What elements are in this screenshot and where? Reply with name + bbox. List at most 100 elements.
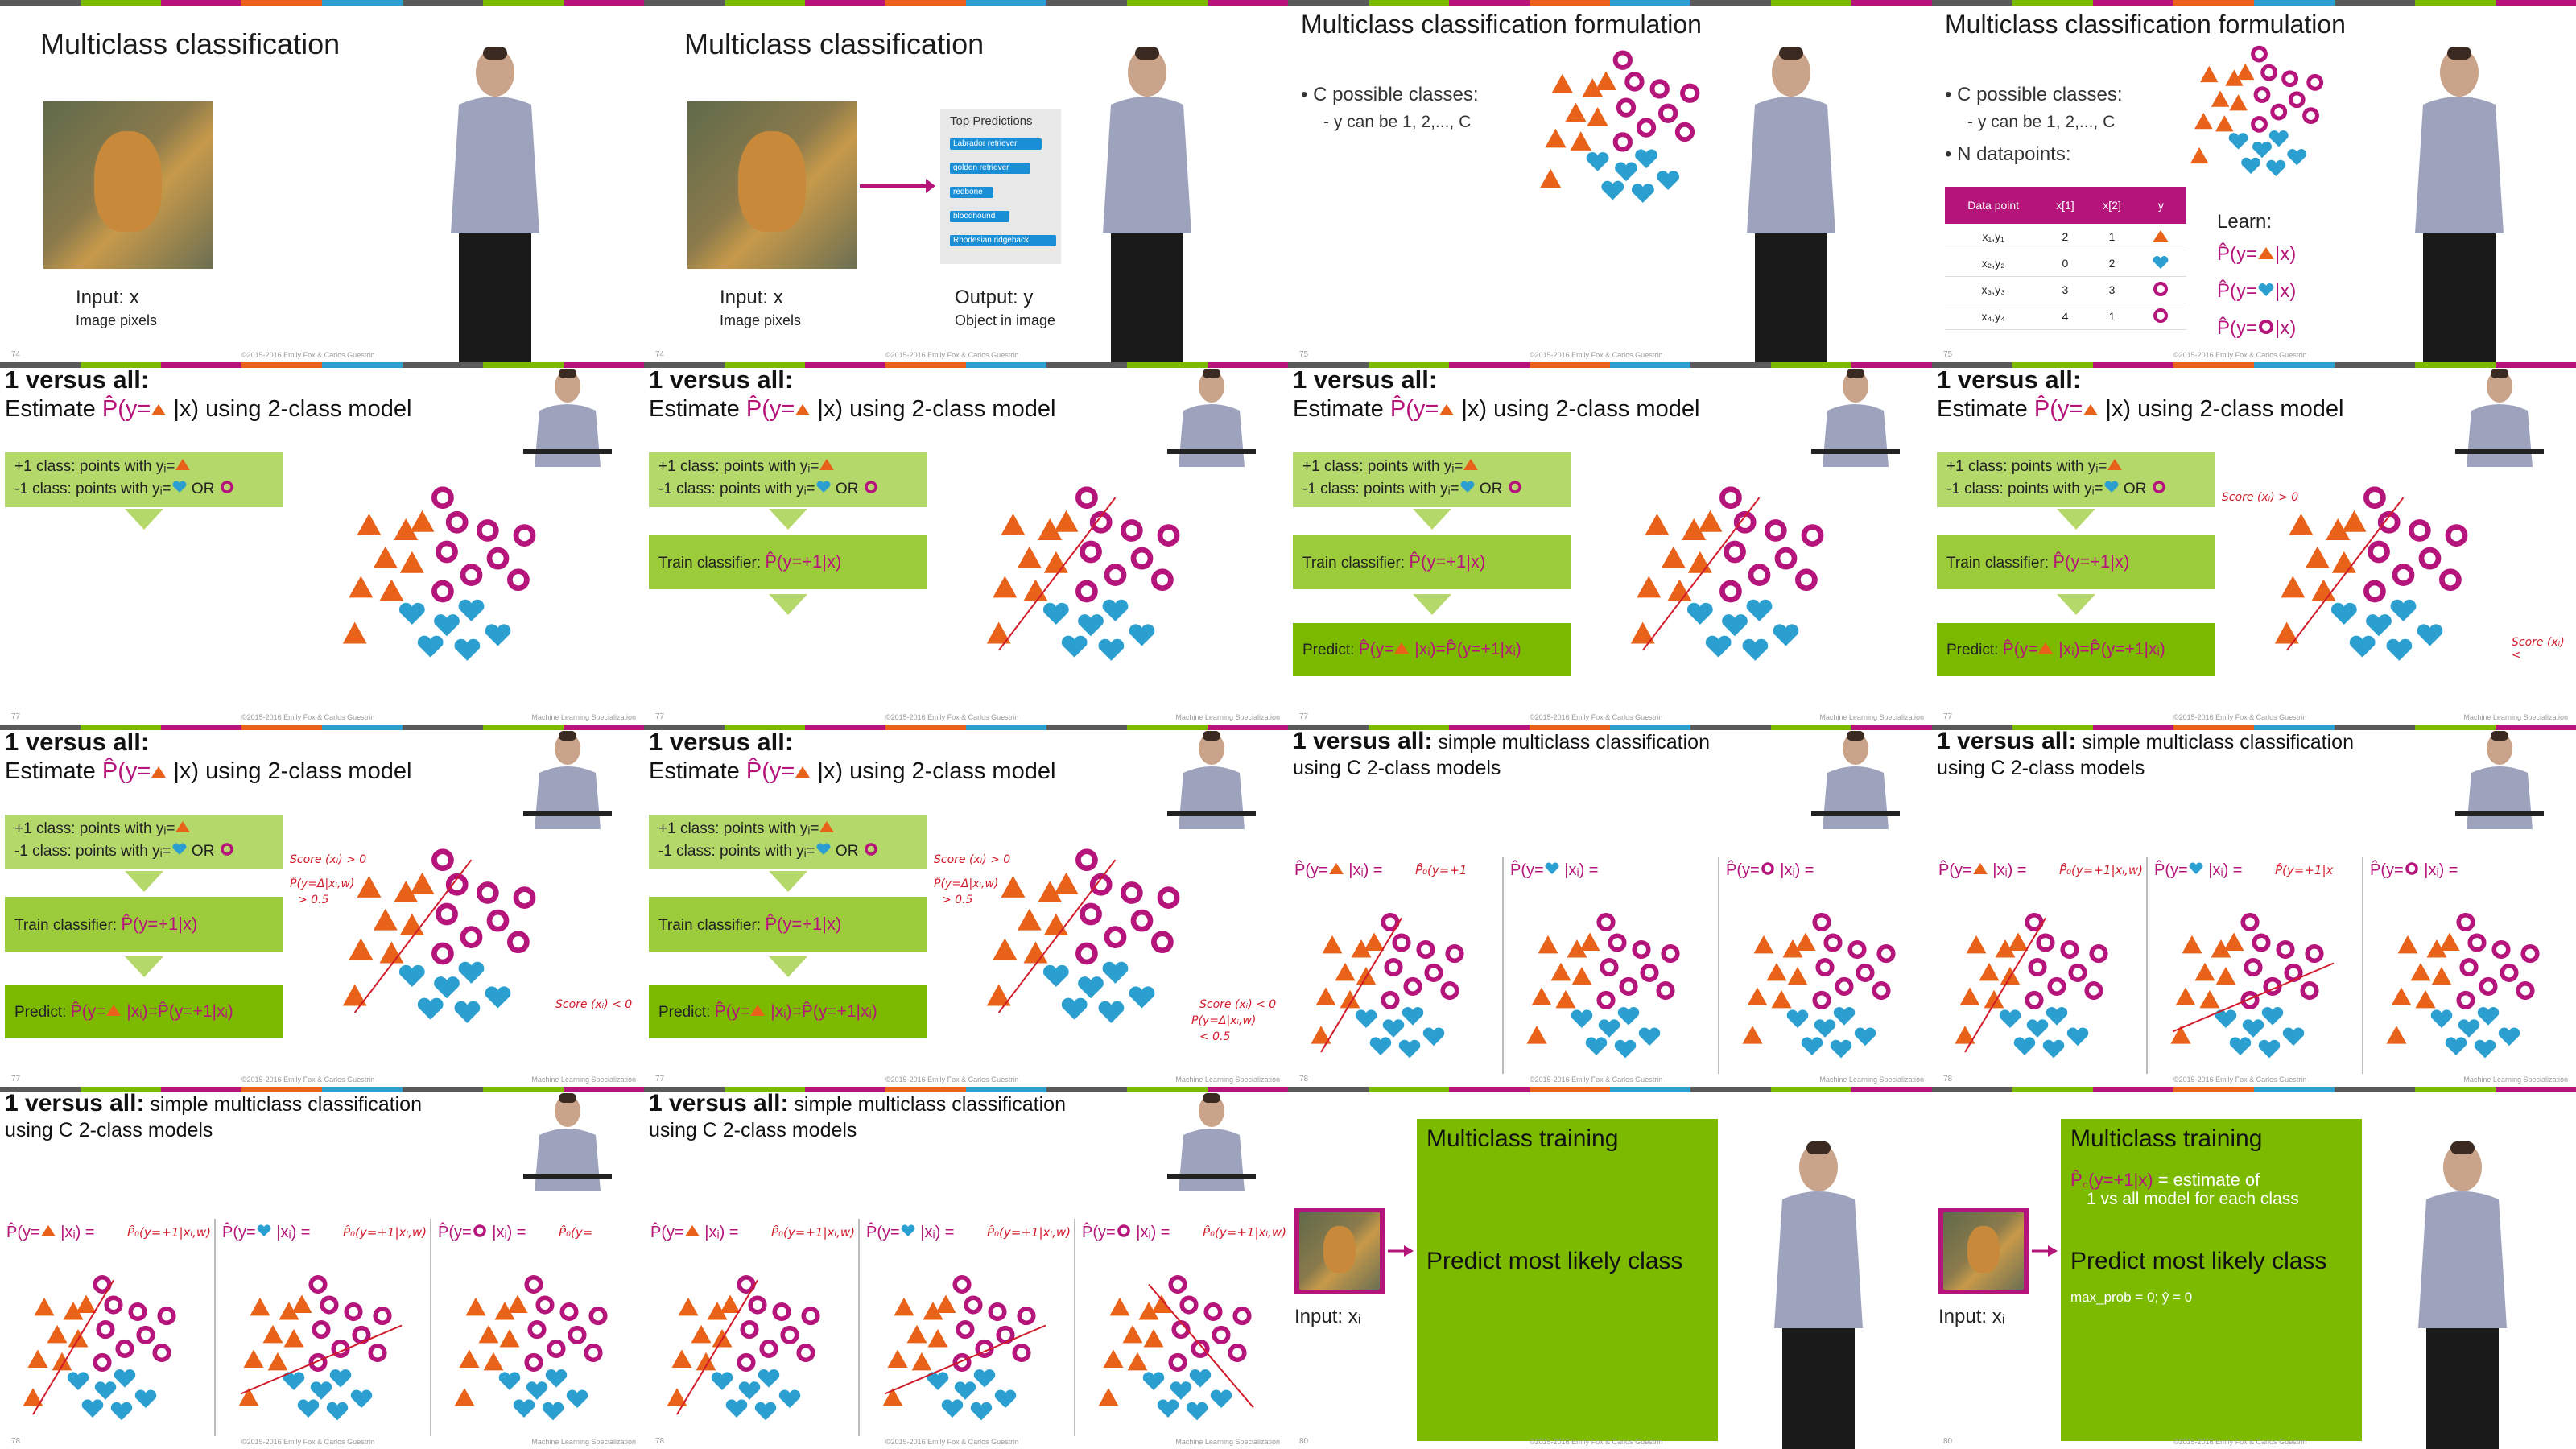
donut-point [1012,1343,1031,1363]
triangle-point [373,908,398,931]
heart-icon [172,481,187,493]
course-name: Machine Learning Specialization [1175,1438,1280,1446]
handwritten-note: > 0.5 [942,894,973,906]
train-box: Train classifier: P̂(y=+1|x) [649,897,927,952]
triangle-point [494,1302,515,1320]
presenter-figure [523,1093,612,1191]
slide-thumbnail[interactable]: 1 versus all: Estimate P̂(y= |x) using 2… [0,362,644,724]
slide-thumbnail[interactable]: Multiclass classification formulation • … [1288,0,1932,362]
triangle-point [2305,546,2330,568]
heart-point [1686,602,1713,625]
donut-point [431,848,454,872]
handwritten-note: P̂₀(y=+1|xᵢ,w) [127,1225,211,1240]
triangle-icon [2153,229,2169,242]
heart-point [1042,964,1069,987]
class-scatter-plot [342,848,536,1023]
slide-thumbnail[interactable]: Multiclass classification Input: x Image… [0,0,644,362]
triangle-point [499,1329,520,1348]
heart-point [350,1389,373,1409]
handwritten-note: Score (xᵢ) > 0 [934,853,1011,866]
copyright: ©2015-2016 Emily Fox & Carlos Guestrin [886,1075,1019,1084]
triangle-point [1364,932,1385,951]
triangle-point [238,1388,259,1406]
color-stripe [1288,362,1932,368]
donut-point [2363,486,2386,510]
donut-point [1657,103,1678,123]
heart-point [81,1399,104,1418]
learn-prob: P̂(y=|x) [2217,317,2297,339]
heart-point [485,986,511,1009]
input-sublabel: Image pixels [720,312,802,328]
donut-point [1661,944,1680,964]
donut-point [1151,568,1174,592]
triangle-point [342,621,367,644]
donut-point [93,1274,112,1294]
slide-thumbnail[interactable]: 1 versus all: Estimate P̂(y= |x) using 2… [644,724,1288,1087]
triangle-point [379,579,404,601]
triangle-point [1151,1294,1172,1313]
decision-boundary [1148,1283,1254,1409]
slide-thumbnail[interactable]: Multiclass classification formulation • … [1932,0,2576,362]
donut-point [1612,132,1633,152]
slide-thumbnail[interactable]: Multiclass classification Top Prediction… [644,0,1288,362]
triangle-point [279,1302,299,1320]
donut-point [1104,564,1127,586]
donut-point [2240,990,2260,1009]
heart-point [1631,184,1654,204]
page-number: 75 [1943,350,1953,359]
triangle-point [1753,935,1774,954]
heart-point [542,1402,564,1421]
heart-icon [816,481,831,493]
donut-point [157,1307,176,1326]
slide-thumbnail[interactable]: 1 versus all: Estimate P̂(y= |x) using 2… [1932,362,2576,724]
donut-point [2392,564,2415,586]
triangle-point [399,551,424,573]
input-label: Input: x [720,287,783,308]
donut-point [1392,933,1411,952]
class-scatter-plot [2386,912,2540,1059]
predict-box: Predict: P̂(y= |xᵢ)=P̂(y=+1|xᵢ) [1937,623,2215,676]
heart-point [2228,133,2248,150]
triangle-point [1565,102,1587,122]
heart-point [1746,599,1773,621]
decision-boundary [32,1279,114,1415]
triangle-point [1661,546,1686,568]
triangle-point [1545,128,1567,148]
triangle-point [342,984,367,1006]
heart-point [2349,635,2376,658]
slide-thumbnail[interactable]: 1 versus all: simple multiclass classifi… [644,1087,1288,1449]
slide-thumbnail[interactable]: 1 versus all: simple multiclass classifi… [1932,724,2576,1087]
triangle-point [2215,115,2234,132]
donut-point [1624,72,1645,92]
heart-point [1129,986,1155,1009]
triangle-point [2175,987,2196,1005]
donut-point [1130,547,1154,570]
page-number: 78 [655,1437,665,1446]
arrow-down-icon [1413,509,1451,530]
triangle-point [63,1302,84,1320]
slide-thumbnail[interactable]: 1 versus all: Estimate P̂(y= |x) using 2… [0,724,644,1087]
heart-point [498,1372,521,1390]
presenter-figure [2455,731,2544,829]
slide-thumbnail[interactable]: 1 versus all: simple multiclass classifi… [0,1087,644,1449]
donut-point [476,519,499,542]
heart-point [2458,1019,2480,1038]
heart-point [110,1402,133,1421]
slide-title: Multiclass classification formulation [1301,10,1702,39]
donut-point [1075,580,1098,603]
slide-thumbnail[interactable]: 1 versus all: Estimate P̂(y= |x) using 2… [644,362,1288,724]
donut-icon [864,481,877,493]
donut-point [2520,944,2540,964]
class-prob-label: P̂(y= |xᵢ) = [438,1224,526,1241]
divider [1718,857,1719,1074]
heart-point [1742,638,1769,661]
slide-thumbnail[interactable]: 1 versus all: Estimate P̂(y= |x) using 2… [1288,362,1932,724]
donut-point [2276,939,2295,960]
heart-point [1801,1037,1823,1055]
page-number: 75 [1299,350,1309,359]
slide-thumbnail[interactable]: 1 versus all: simple multiclass classifi… [1288,724,1932,1087]
